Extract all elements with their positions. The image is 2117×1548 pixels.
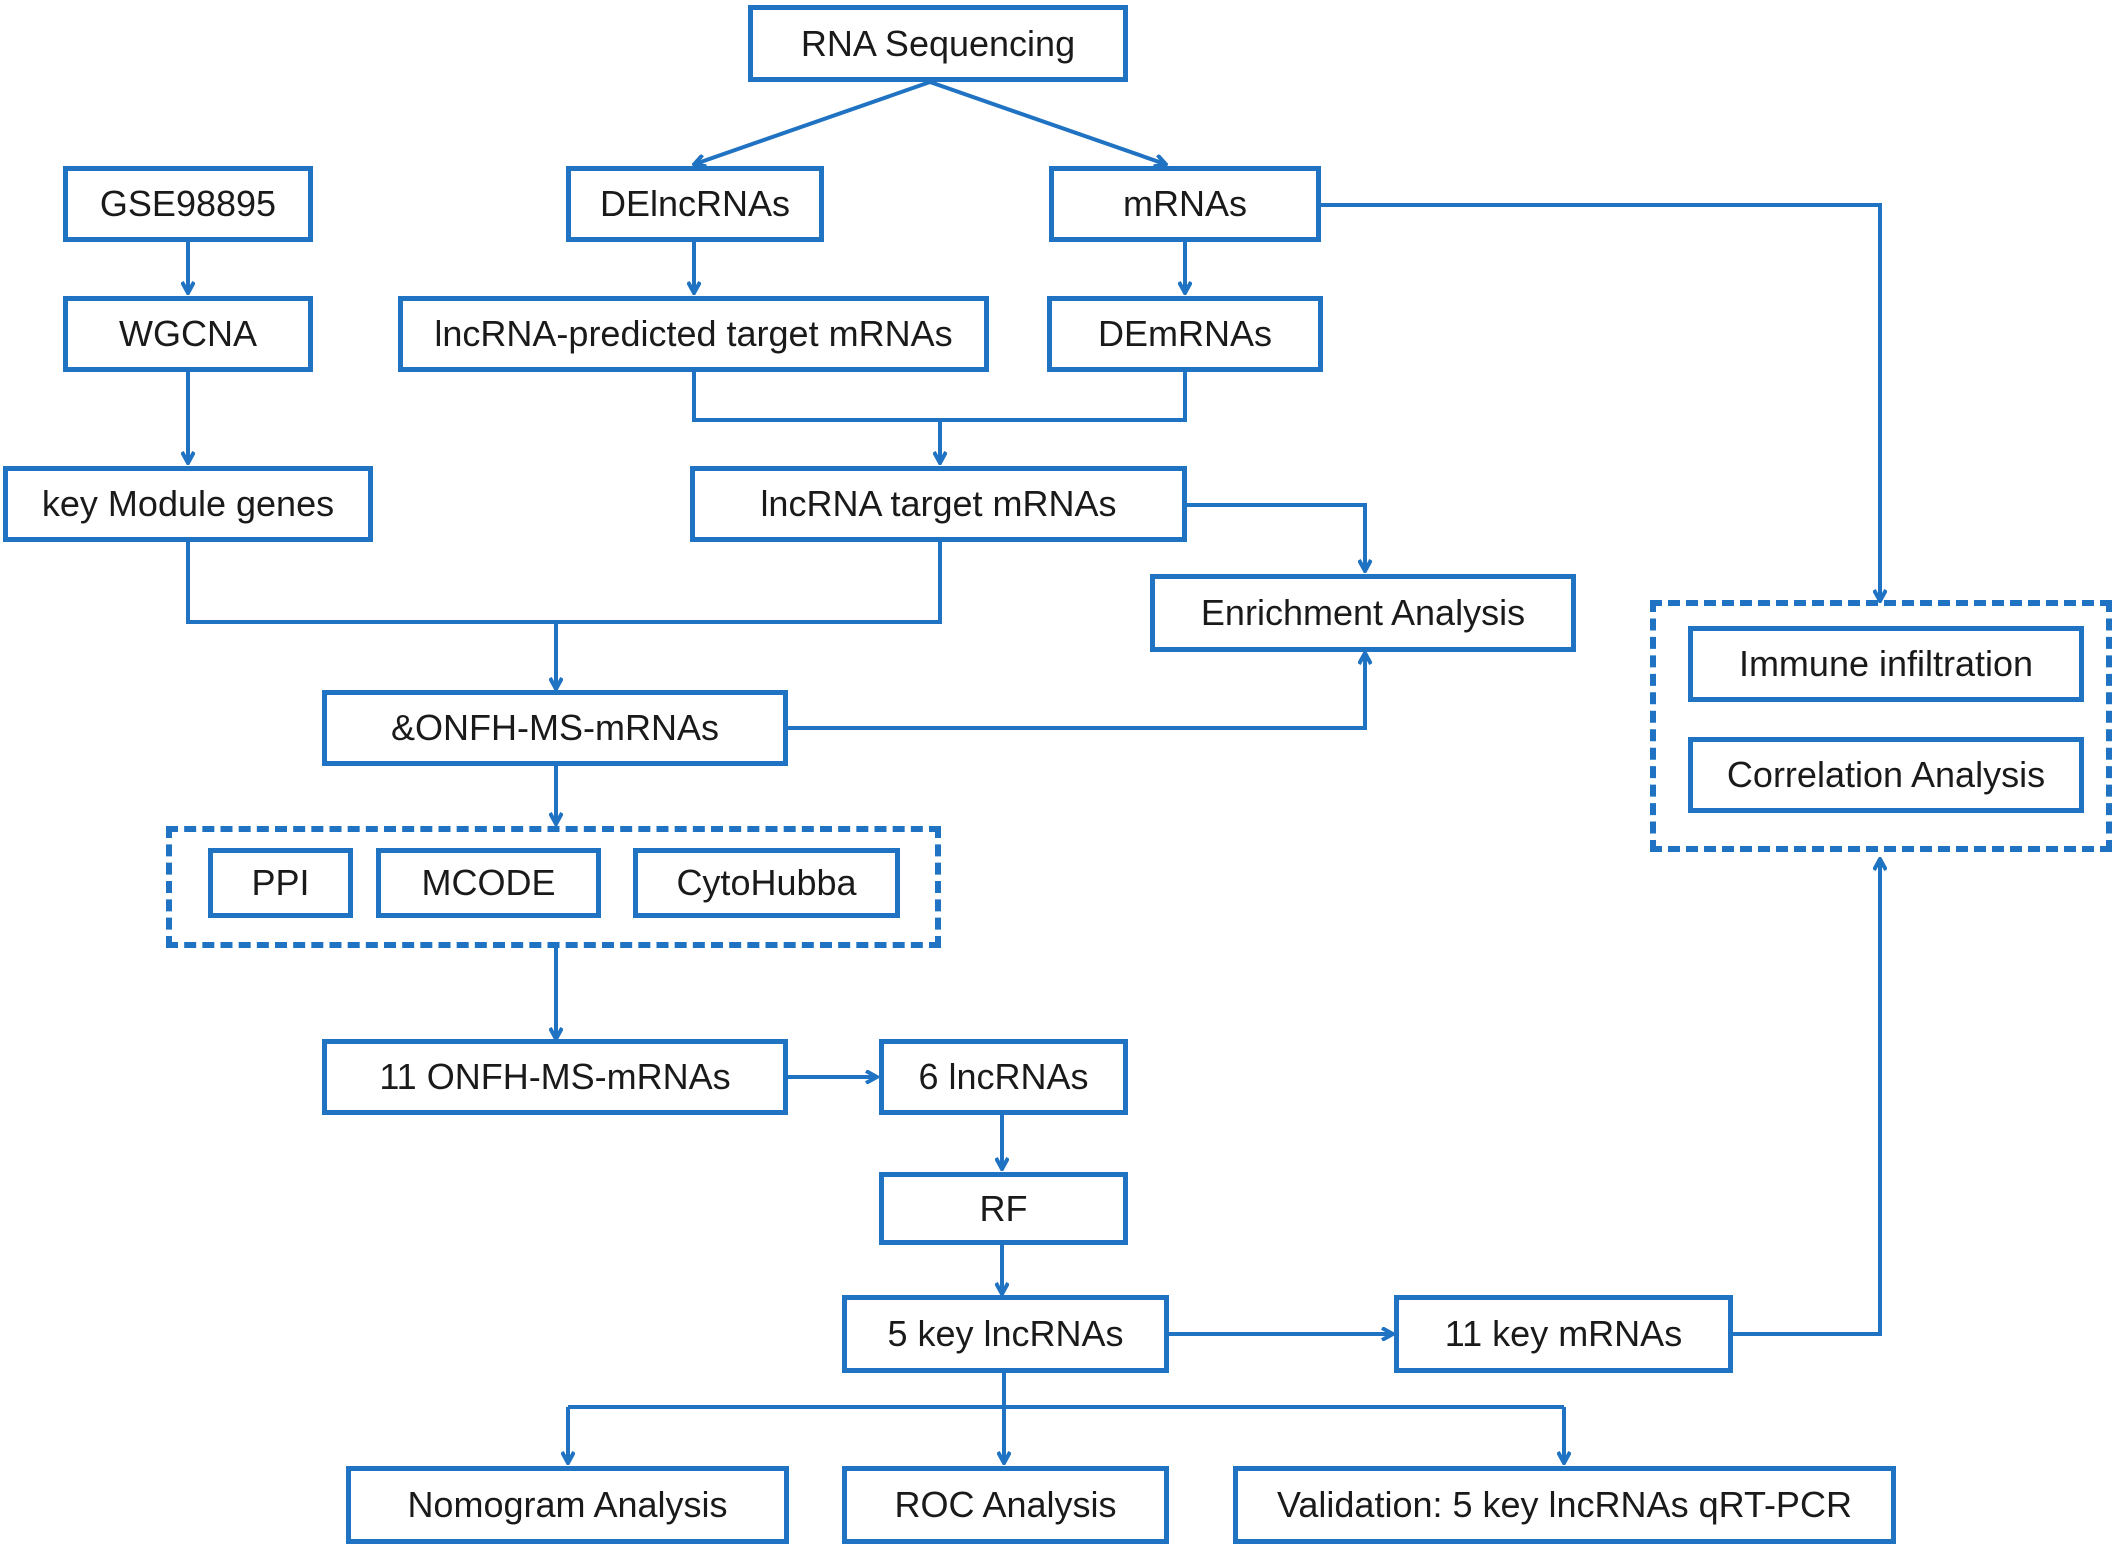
arrow-keym11-to-immune [1732, 860, 1880, 1336]
node-delncrnas: DElncRNAs [566, 166, 824, 242]
line-keymodule-lnctarget-merge [186, 542, 942, 624]
node-gse98895: GSE98895 [63, 166, 313, 242]
node-key-module-genes: key Module genes [3, 466, 373, 542]
arrow-rnaseq-to-delnc [695, 80, 931, 164]
line-predicted-demrnas-merge [692, 372, 1187, 422]
arrow-lnctarget-to-enrichment [1187, 503, 1365, 570]
node-nomogram-analysis: Nomogram Analysis [346, 1466, 789, 1544]
node-roc-analysis: ROC Analysis [842, 1466, 1169, 1544]
arrow-rnaseq-to-mrnas [929, 80, 1165, 164]
ppi-group [166, 826, 941, 948]
node-ppi: PPI [208, 848, 353, 918]
node-6-lncrnas: 6 lncRNAs [879, 1039, 1128, 1115]
node-cytohubba: CytoHubba [633, 848, 900, 918]
node-predicted-targets: lncRNA-predicted target mRNAs [398, 296, 989, 372]
node-wgcna: WGCNA [63, 296, 313, 372]
node-demrnas: DEmRNAs [1047, 296, 1323, 372]
node-onfh-ms-mrnas: &ONFH-MS-mRNAs [322, 690, 788, 766]
node-validation: Validation: 5 key lncRNAs qRT-PCR [1233, 1466, 1896, 1544]
arrow-mrnas-to-immune [1320, 203, 1880, 600]
immune-group [1650, 600, 2112, 852]
node-5-key-lncrnas: 5 key lncRNAs [842, 1295, 1169, 1373]
node-rna-sequencing: RNA Sequencing [748, 5, 1128, 82]
node-11-key-mrnas: 11 key mRNAs [1394, 1295, 1733, 1373]
node-enrichment-analysis: Enrichment Analysis [1150, 574, 1576, 652]
node-lncrna-target-mrnas: lncRNA target mRNAs [690, 466, 1187, 542]
node-immune-infiltration: Immune infiltration [1688, 626, 2084, 702]
node-mrnas: mRNAs [1049, 166, 1321, 242]
node-mcode: MCODE [376, 848, 601, 918]
node-rf: RF [879, 1172, 1128, 1245]
arrow-onfh-to-enrichment [787, 654, 1365, 730]
node-11-onfh-ms-mrnas: 11 ONFH-MS-mRNAs [322, 1039, 788, 1115]
node-correlation-analysis: Correlation Analysis [1688, 737, 2084, 813]
